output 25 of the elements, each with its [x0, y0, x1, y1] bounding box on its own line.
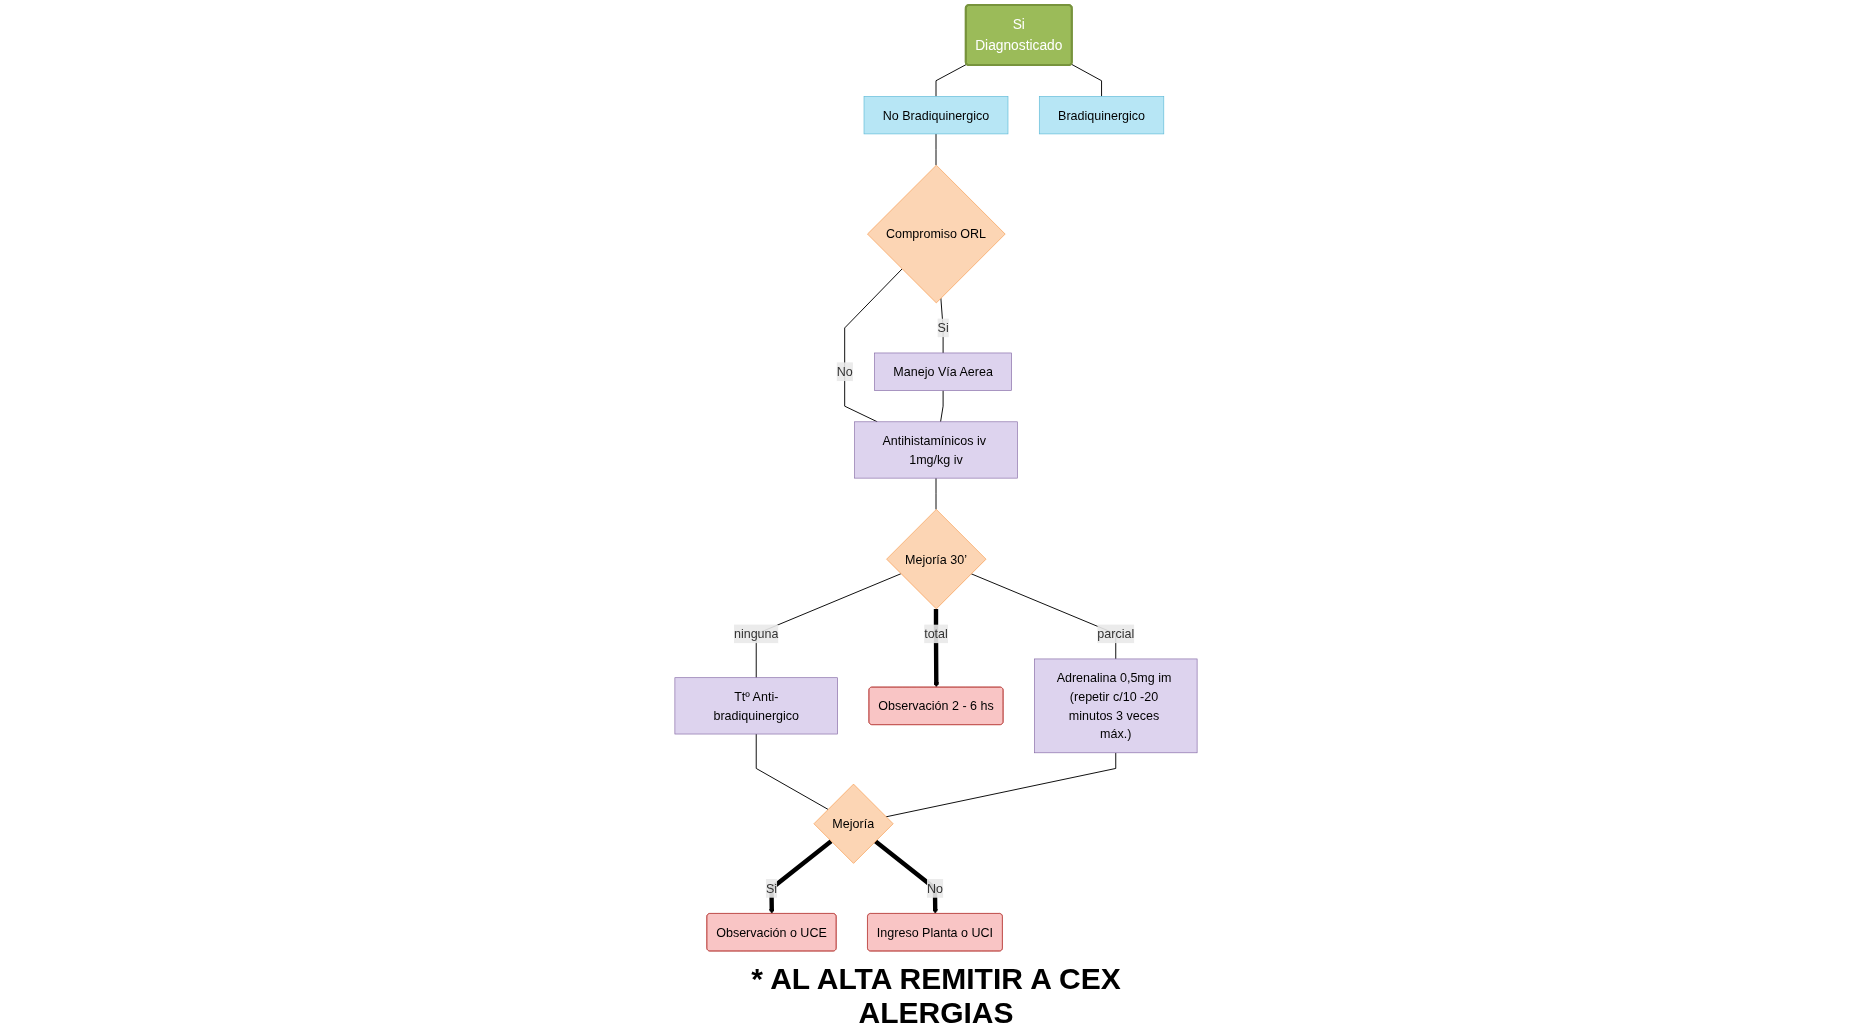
- edge-label: parcial: [1097, 627, 1135, 641]
- edge-label: total: [924, 627, 948, 641]
- edge-label: No: [836, 364, 853, 379]
- connector: [935, 63, 968, 97]
- edge-label: No: [926, 881, 943, 896]
- node-diamond: Mejoría: [813, 783, 894, 864]
- node-box: Adrenalina 0,5mg im (repetir c/10 -20 minutos 3 veces máx.): [1034, 658, 1198, 754]
- node-box: Ttº Anti-bradiquinergico: [674, 677, 838, 735]
- arrow: [769, 839, 833, 914]
- node-box: Manejo Vía Aerea: [874, 352, 1012, 391]
- node-box: Antihistamínicos iv 1mg/kg iv: [854, 421, 1018, 479]
- edge-label: ninguna: [733, 627, 779, 641]
- connector: [940, 390, 944, 423]
- note-text: * AL ALTA REMITIR A CEX ALERGIAS: [750, 962, 1122, 1030]
- edge-label: Si: [765, 881, 778, 896]
- connector: [755, 733, 829, 810]
- node-diamond: Compromiso ORL: [867, 164, 1006, 304]
- arrow: [874, 839, 938, 914]
- edge-label: Si: [937, 321, 949, 335]
- node-box: Bradiquinergico: [1038, 96, 1165, 135]
- node-box: No Bradiquinergico: [863, 96, 1009, 135]
- node-diamond: Mejoría 30’: [886, 509, 987, 610]
- connector: [885, 752, 1117, 818]
- connector: [1070, 63, 1102, 97]
- connector: [844, 268, 903, 423]
